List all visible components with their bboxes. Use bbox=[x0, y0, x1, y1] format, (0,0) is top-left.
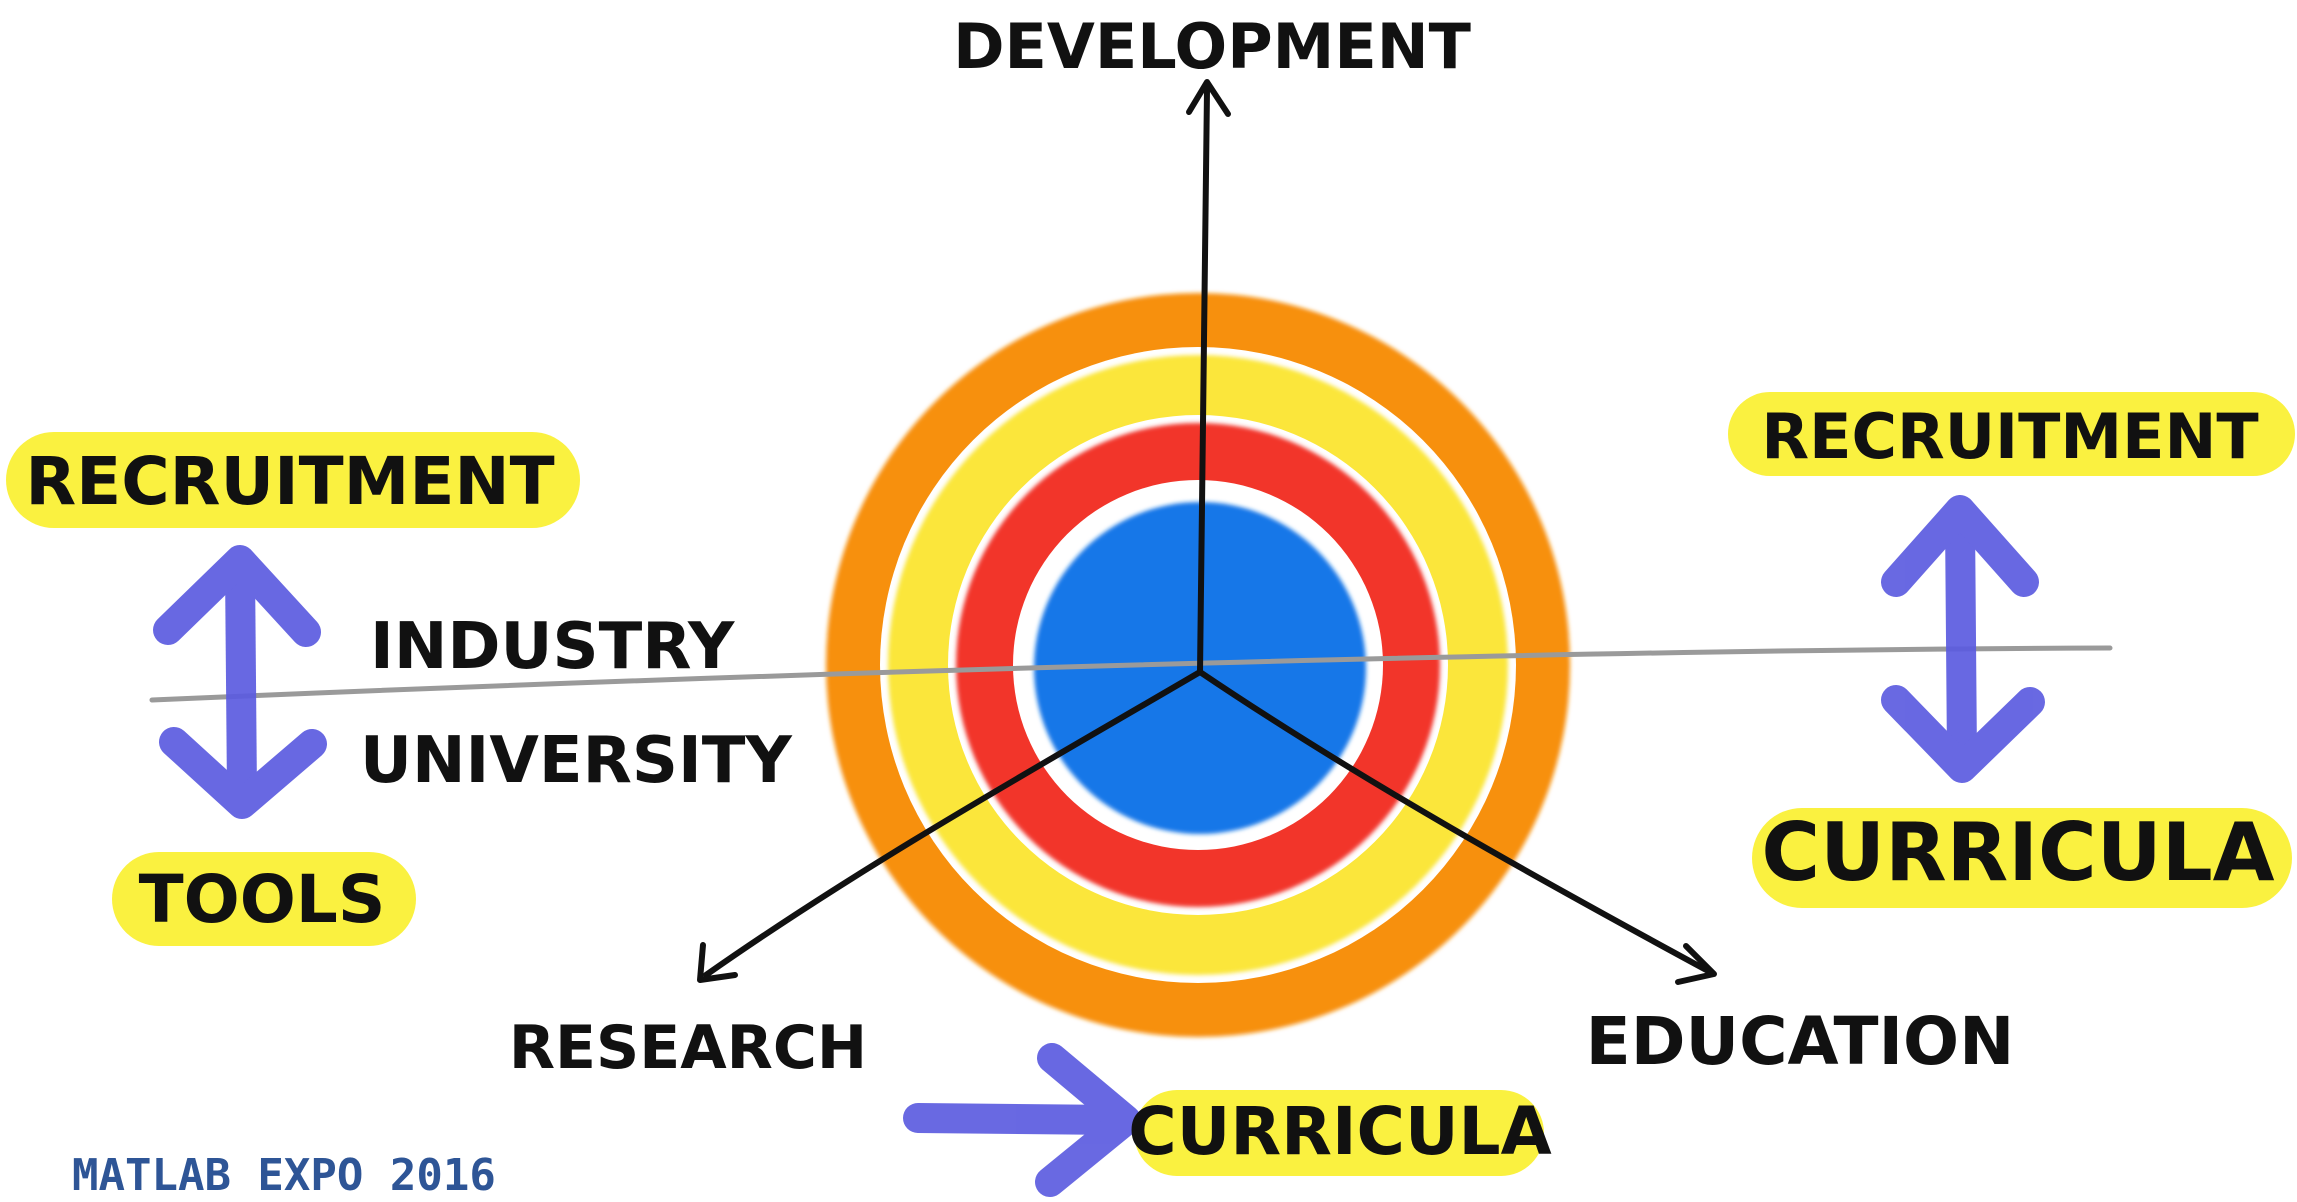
industry-label: INDUSTRY bbox=[370, 610, 735, 684]
right-double-arrow-top-head bbox=[1881, 495, 2039, 597]
bottom-curricula-label: CURRICULA bbox=[1128, 1093, 1551, 1170]
left-recruitment-label: RECRUITMENT bbox=[25, 443, 554, 520]
bottom-arrow-head bbox=[1035, 1043, 1141, 1197]
left-tools-label: TOOLS bbox=[139, 861, 386, 938]
right-double-arrow-shaft bbox=[1945, 505, 1977, 773]
education-axis bbox=[1197, 669, 1713, 975]
development-arrowhead bbox=[1186, 79, 1231, 117]
axes bbox=[697, 79, 1717, 985]
right-recruitment-highlight bbox=[1728, 392, 2295, 476]
development-label: DEVELOPMENT bbox=[953, 10, 1471, 83]
education-label: EDUCATION bbox=[1586, 1003, 2015, 1080]
industry-university-divider bbox=[149, 645, 2113, 703]
right-curricula-label: CURRICULA bbox=[1761, 806, 2274, 899]
left-double-arrow-bottom-head bbox=[159, 727, 327, 819]
research-arrowhead bbox=[697, 942, 738, 983]
left-double-arrow bbox=[153, 545, 327, 819]
development-axis bbox=[1197, 87, 1210, 675]
right-double-arrow-bottom-head bbox=[1881, 685, 2045, 783]
bottom-arrow bbox=[903, 1043, 1141, 1197]
research-label: RESEARCH bbox=[509, 1013, 867, 1083]
left-double-arrow-shaft bbox=[225, 553, 257, 809]
left-recruitment-highlight bbox=[6, 432, 580, 528]
highlights bbox=[6, 392, 2295, 1176]
footer-text: MATLAB EXPO 2016 bbox=[72, 1150, 496, 1201]
research-axis bbox=[703, 669, 1203, 978]
right-curricula-highlight bbox=[1752, 808, 2292, 908]
university-label: UNIVERSITY bbox=[360, 724, 792, 798]
left-double-arrow-top-head bbox=[153, 545, 321, 647]
left-tools-highlight bbox=[112, 852, 416, 946]
bottom-curricula-highlight bbox=[1134, 1090, 1544, 1176]
bottom-arrow-shaft bbox=[903, 1103, 1135, 1135]
right-recruitment-label: RECRUITMENT bbox=[1761, 400, 2258, 473]
education-arrowhead bbox=[1675, 943, 1717, 985]
right-double-arrow bbox=[1881, 495, 2045, 783]
